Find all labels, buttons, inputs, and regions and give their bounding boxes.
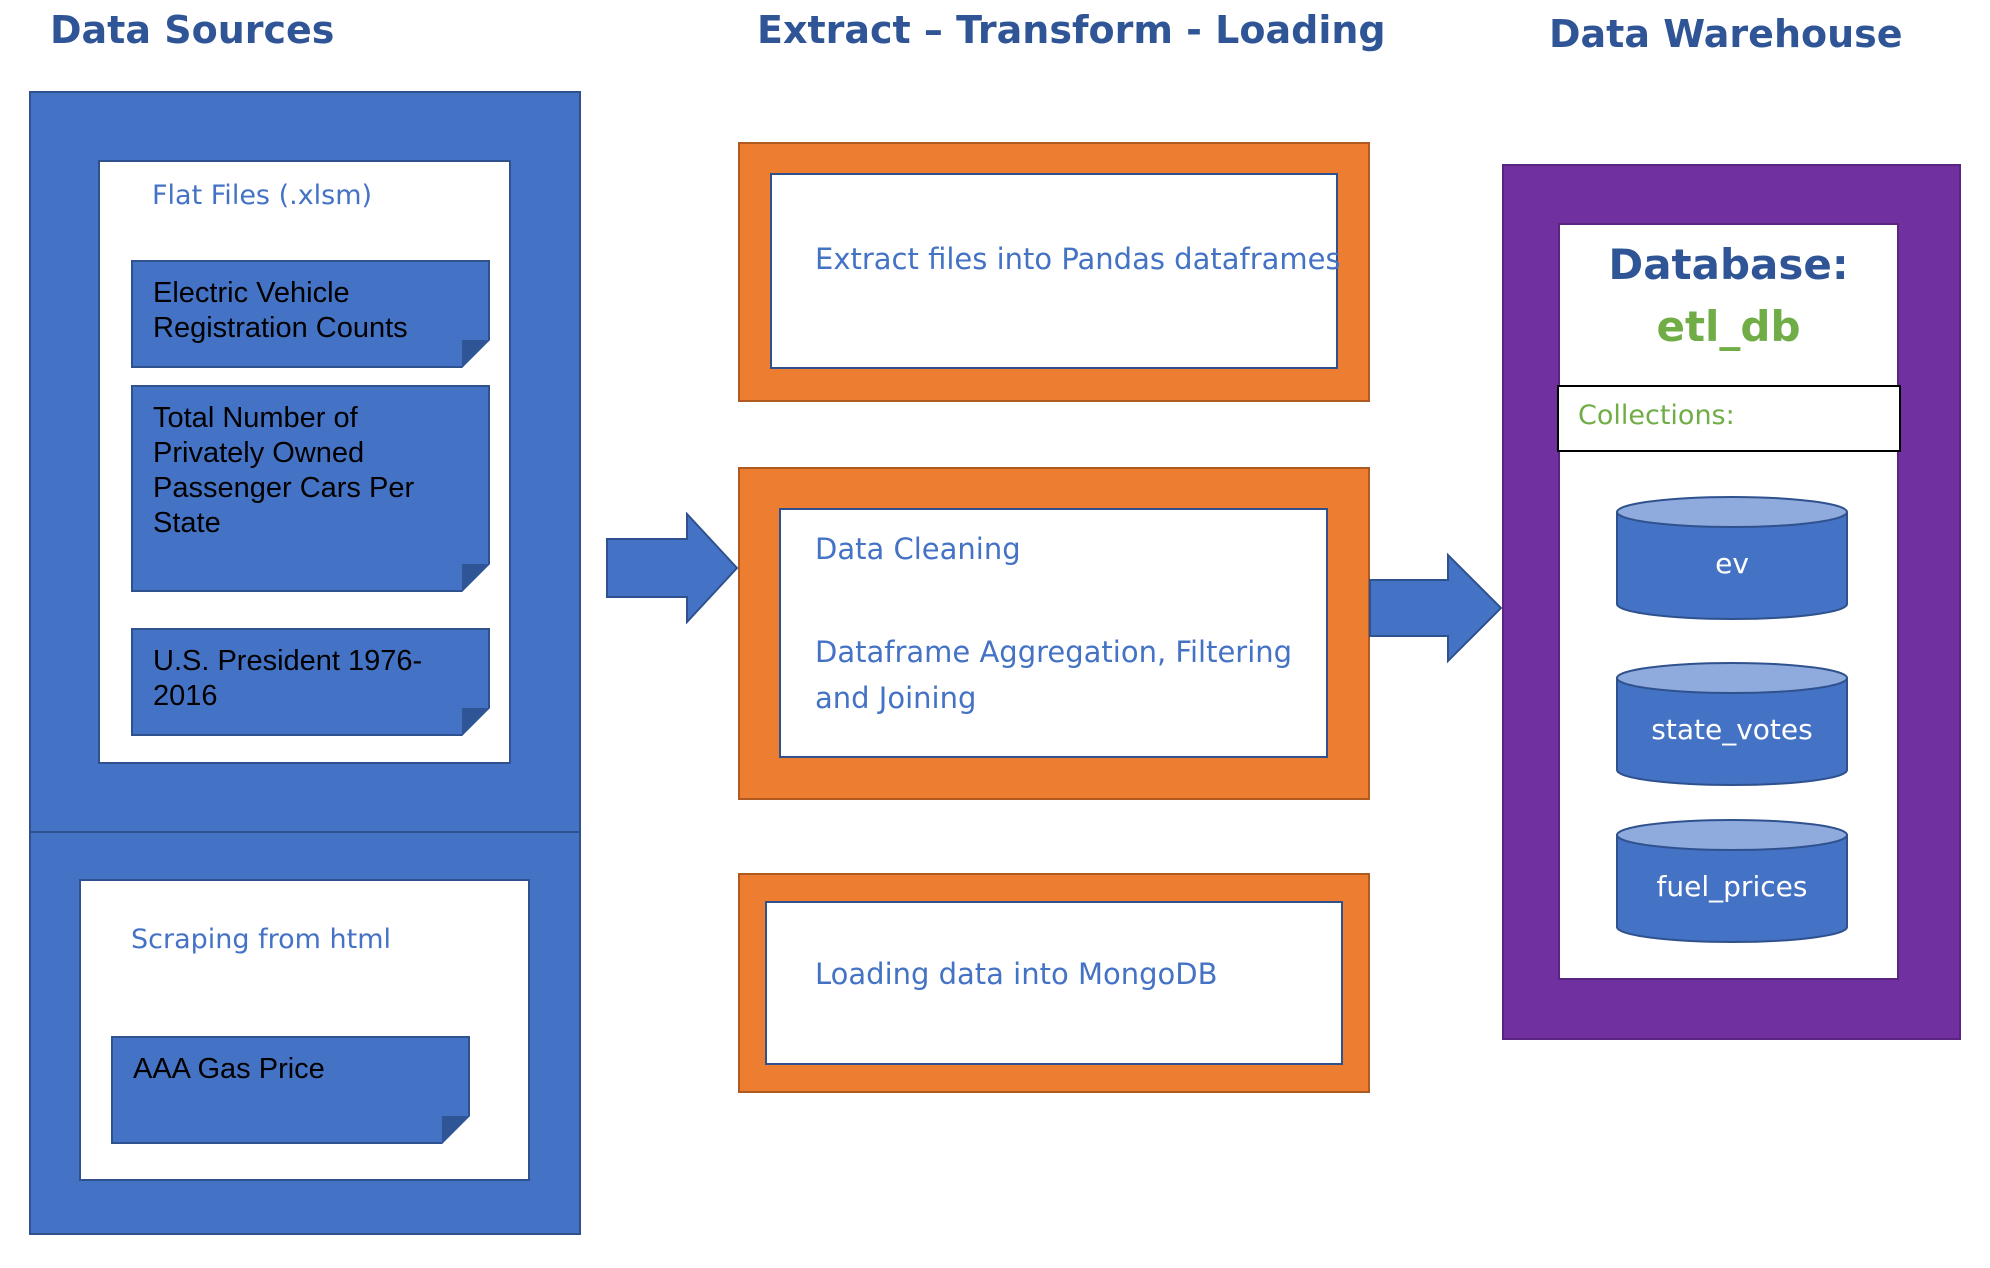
extract-text: Extract files into Pandas dataframes: [815, 242, 1341, 276]
scraping-title: Scraping from html: [131, 924, 392, 955]
collections-label: Collections:: [1578, 400, 1735, 431]
load-inner: [765, 901, 1343, 1065]
source-item-label: U.S. President 1976-2016: [153, 645, 423, 712]
collection-label: ev: [1715, 547, 1749, 580]
source-item-passenger-cars: Total Number of Privately Owned Passenge…: [131, 385, 490, 592]
database-cylinder-icon: [1616, 496, 1848, 620]
collection-label: state_votes: [1651, 713, 1812, 746]
database-cylinder-icon: [1616, 662, 1848, 786]
source-item-aaa-gas-price: AAA Gas Price: [111, 1036, 470, 1144]
right-arrow-icon: [606, 512, 739, 624]
transform-inner: [779, 508, 1328, 758]
database-label: Database:: [1608, 240, 1849, 289]
data-sources-divider: [29, 831, 581, 833]
extract-inner: [770, 173, 1338, 369]
source-item-label: Electric Vehicle Registration Counts: [153, 277, 408, 344]
source-item-label: Total Number of Privately Owned Passenge…: [153, 402, 415, 539]
flat-files-title: Flat Files (.xlsm): [152, 180, 373, 211]
right-arrow-icon: [1369, 552, 1503, 664]
source-item-ev-registrations: Electric Vehicle Registration Counts: [131, 260, 490, 368]
transform-aggregation-text-2: and Joining: [815, 681, 977, 715]
heading-etl: Extract – Transform - Loading: [757, 8, 1386, 52]
collections-header: [1557, 385, 1901, 452]
collection-ev: ev: [1616, 496, 1848, 620]
database-name: etl_db: [1656, 302, 1801, 351]
database-cylinder-icon: [1616, 819, 1848, 943]
source-item-us-president: U.S. President 1976-2016: [131, 628, 490, 736]
collection-label: fuel_prices: [1657, 870, 1808, 903]
transform-cleaning-text: Data Cleaning: [815, 532, 1021, 566]
heading-data-warehouse: Data Warehouse: [1549, 12, 1903, 56]
heading-data-sources: Data Sources: [50, 8, 335, 52]
collection-fuel-prices: fuel_prices: [1616, 819, 1848, 943]
source-item-label: AAA Gas Price: [133, 1053, 325, 1085]
transform-aggregation-text: Dataframe Aggregation, Filtering: [815, 635, 1293, 669]
collection-state-votes: state_votes: [1616, 662, 1848, 786]
load-text: Loading data into MongoDB: [815, 957, 1218, 991]
